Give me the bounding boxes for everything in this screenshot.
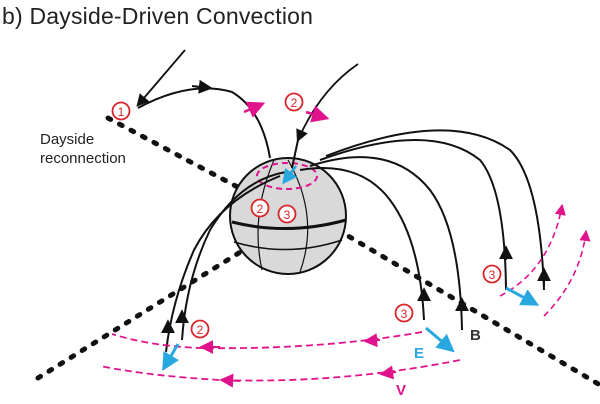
step-marker-3-lower: 3 — [394, 303, 414, 323]
electric-field-vector-1 — [425, 326, 455, 353]
open-field-line-3 — [299, 167, 431, 321]
step-marker-2-cap-text: 2 — [257, 202, 264, 216]
open-field-line-1 — [175, 171, 287, 341]
step-marker-3-cap: 3 — [277, 204, 297, 224]
open-field-line-2 — [161, 175, 281, 353]
magnetic-field-label: B — [470, 327, 481, 344]
step-marker-1-dayside: 1 — [111, 101, 131, 121]
flow-arc-right-1 — [499, 203, 566, 297]
step-marker-3-right: 3 — [482, 264, 502, 284]
dayside-reconnection-label-line1: Dayside — [40, 131, 95, 148]
step-marker-2-top-text: 2 — [291, 96, 298, 110]
flow-arc-lower-1 — [111, 331, 423, 354]
flow-arrow-top-1 — [243, 101, 266, 118]
imf-field-line-2 — [291, 63, 359, 169]
step-marker-2-lower: 2 — [190, 319, 210, 339]
neutral-line-dayside — [105, 115, 265, 203]
electric-field-vector-3 — [505, 286, 540, 306]
step-marker-3-lower-text: 3 — [401, 307, 408, 321]
electric-field-vector-cap — [282, 165, 298, 185]
open-field-line-6 — [325, 129, 551, 291]
electric-field-vector-2 — [162, 343, 180, 372]
polar-cap-boundary — [256, 162, 318, 190]
neutral-line-nightside — [335, 227, 600, 388]
step-marker-2-cap: 2 — [250, 198, 270, 218]
open-field-line-4 — [309, 156, 469, 331]
step-marker-1-dayside-text: 1 — [118, 105, 125, 119]
flow-arc-lower-2 — [99, 359, 461, 388]
step-marker-3-cap-text: 3 — [284, 208, 291, 222]
step-marker-2-lower-text: 2 — [197, 323, 204, 337]
dayside-reconnection-label-line2: reconnection — [40, 150, 126, 167]
open-field-line-5 — [319, 139, 513, 291]
electric-field-label: E — [414, 345, 424, 362]
figure-title: b) Dayside-Driven Convection — [2, 3, 314, 29]
step-marker-3-right-text: 3 — [489, 268, 496, 282]
velocity-label: V — [396, 382, 406, 399]
step-marker-2-top: 2 — [284, 92, 304, 112]
flow-arrow-top-2 — [305, 105, 330, 123]
dayside-reconnection-label: Dayside reconnection — [40, 130, 126, 168]
imf-field-line-1 — [136, 49, 271, 159]
neutral-line-ionosphere — [35, 243, 253, 381]
